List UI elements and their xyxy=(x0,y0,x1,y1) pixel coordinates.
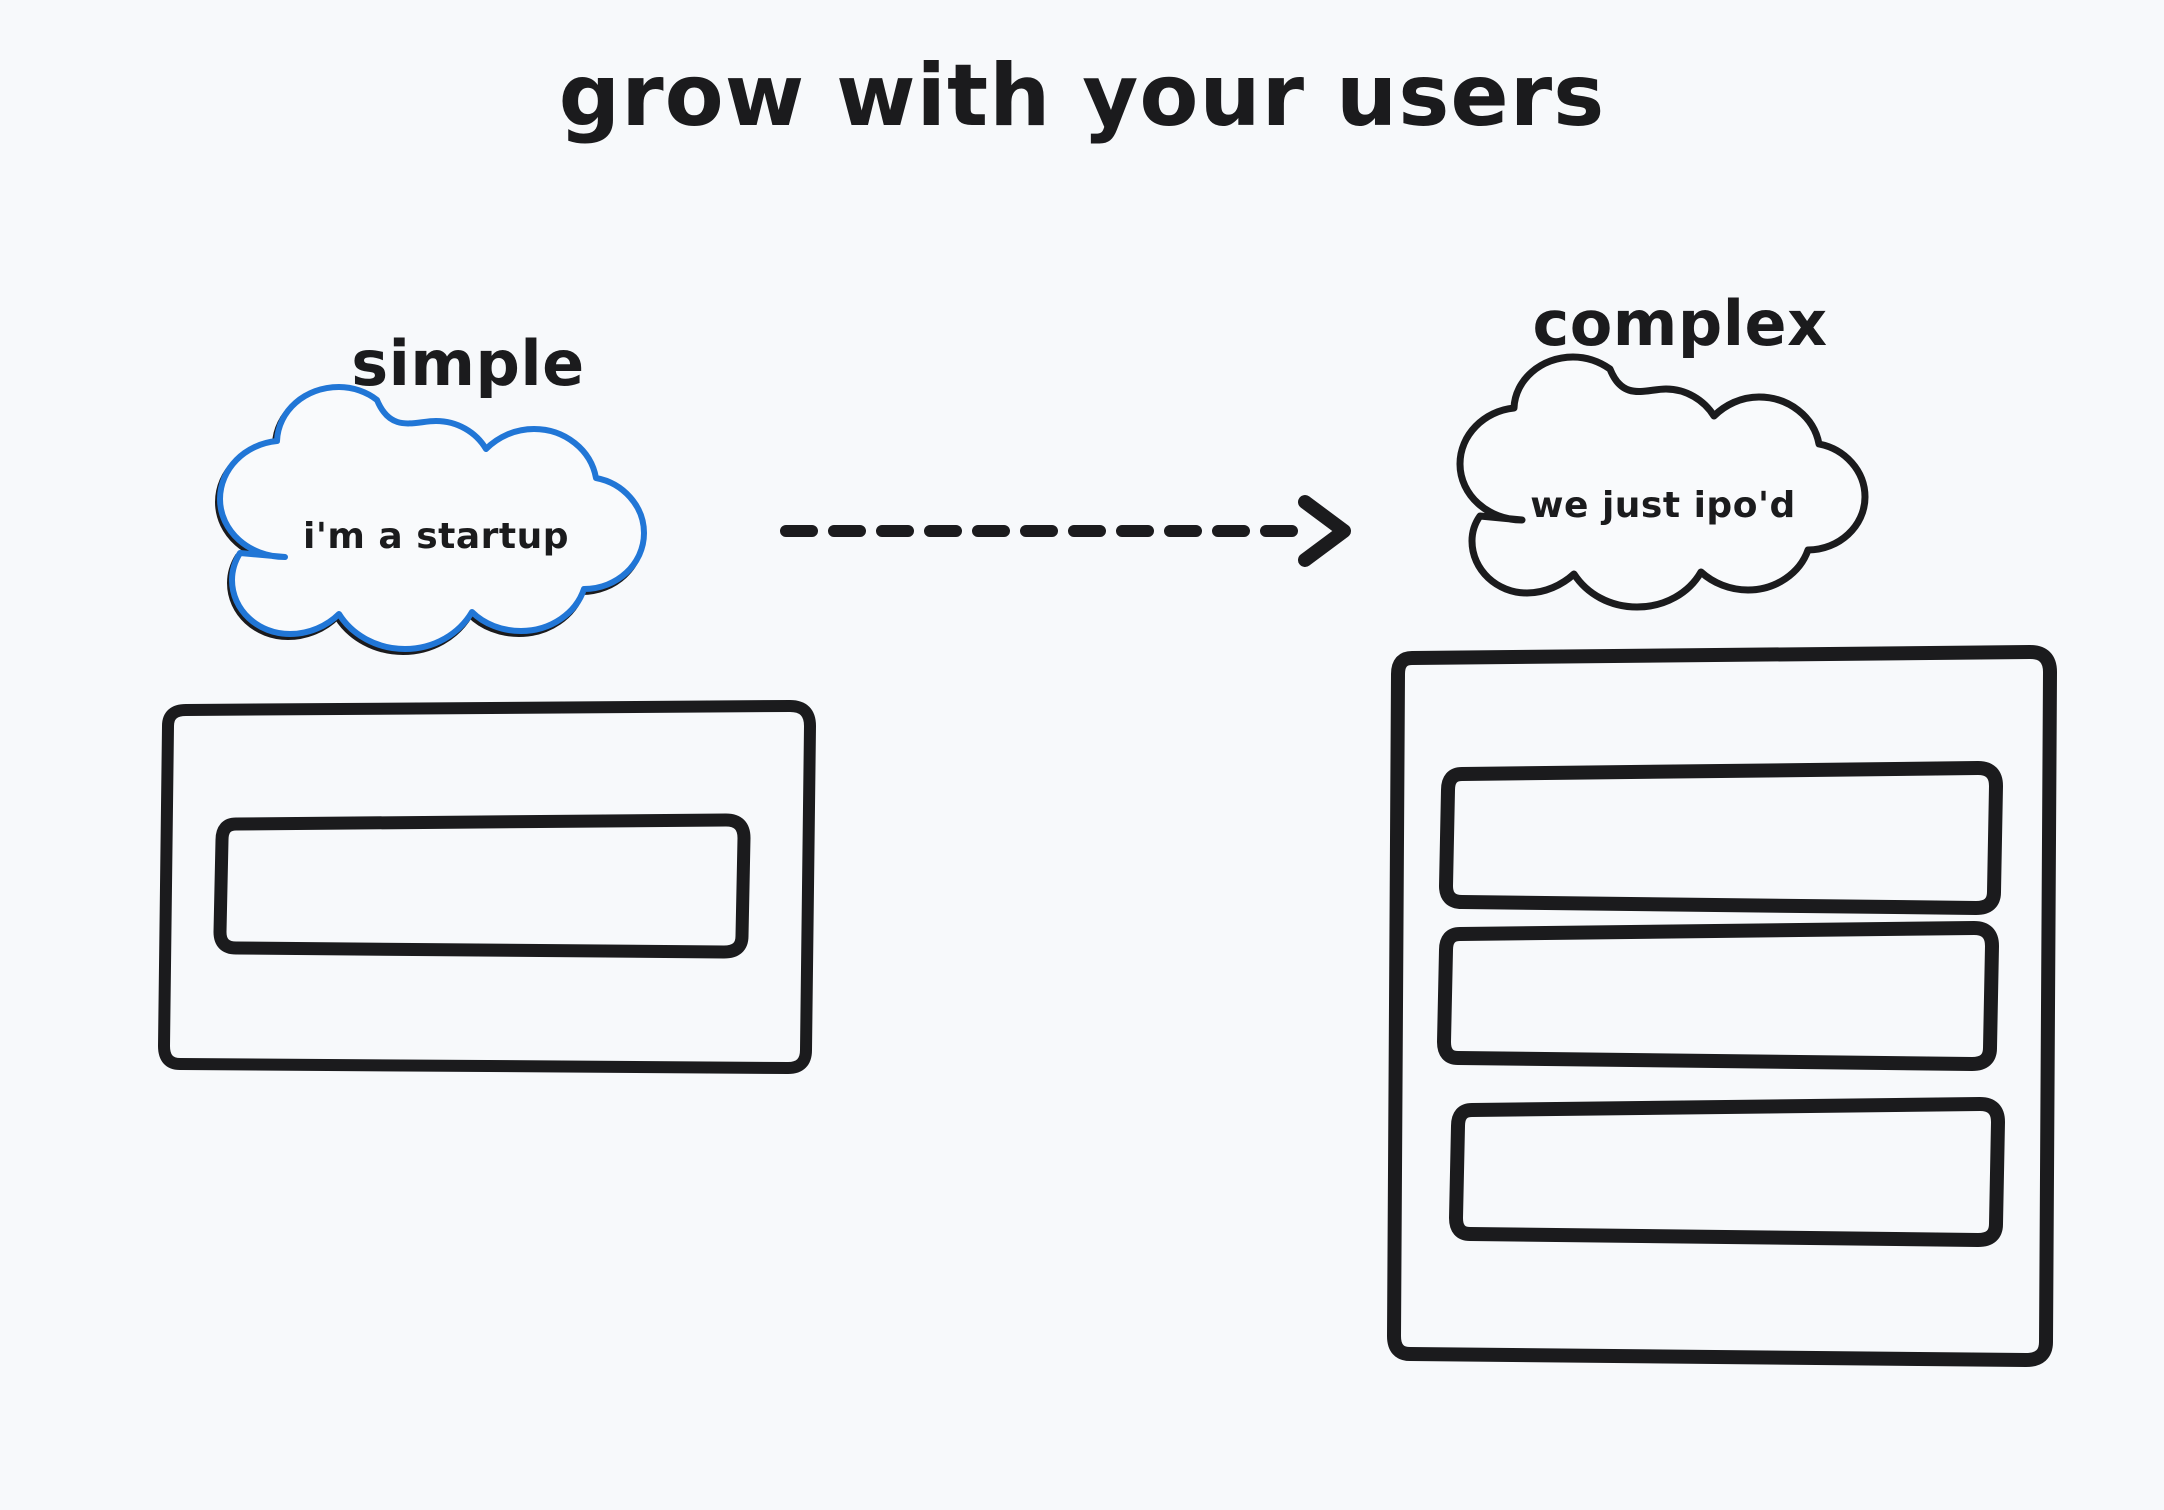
left-thought-bubble: i'm a startup xyxy=(215,384,647,655)
arrow-head-chevron-icon xyxy=(1298,495,1351,567)
right-bubble-text: we just ipo'd xyxy=(1530,485,1795,526)
right-panel-row-2-face xyxy=(1448,930,1992,1064)
right-panel-row-2-outline xyxy=(1437,921,1999,1071)
left-panel-row-1[interactable] xyxy=(213,813,751,959)
left-panel-outline xyxy=(158,700,816,1074)
left-stage-label: simple xyxy=(351,327,584,400)
right-panel-row-3[interactable] xyxy=(1449,1097,2005,1247)
right-panel-outline xyxy=(1387,645,2057,1367)
right-panel-row-1-outline xyxy=(1439,761,2003,915)
right-bubble-outline xyxy=(1456,353,1869,611)
transition-arrow xyxy=(780,495,1351,567)
left-bubble-text: i'm a startup xyxy=(303,516,569,557)
right-panel-row-1-face xyxy=(1450,770,1996,908)
left-panel-row-1-face xyxy=(224,822,744,952)
left-bubble-face xyxy=(220,387,644,649)
right-panel-row-1[interactable] xyxy=(1439,761,2003,915)
right-panel-row-2[interactable] xyxy=(1437,921,1999,1071)
left-panel-row-1-outline xyxy=(213,813,751,959)
left-bubble-outline xyxy=(217,384,647,652)
right-stage-label: complex xyxy=(1532,287,1827,360)
page-title: grow with your users xyxy=(559,46,1606,146)
right-thought-bubble: we just ipo'd xyxy=(1456,353,1869,611)
right-panel-row-3-face xyxy=(1460,1106,1998,1240)
right-bubble-face xyxy=(1460,357,1865,607)
right-stage-group: complex we just ipo'd xyxy=(1387,287,2057,1367)
right-panel[interactable] xyxy=(1387,645,2057,1367)
right-panel-row-3-outline xyxy=(1449,1097,2005,1247)
left-stage-group: simple i'm a startup xyxy=(158,327,816,1074)
left-panel[interactable] xyxy=(158,700,816,1074)
